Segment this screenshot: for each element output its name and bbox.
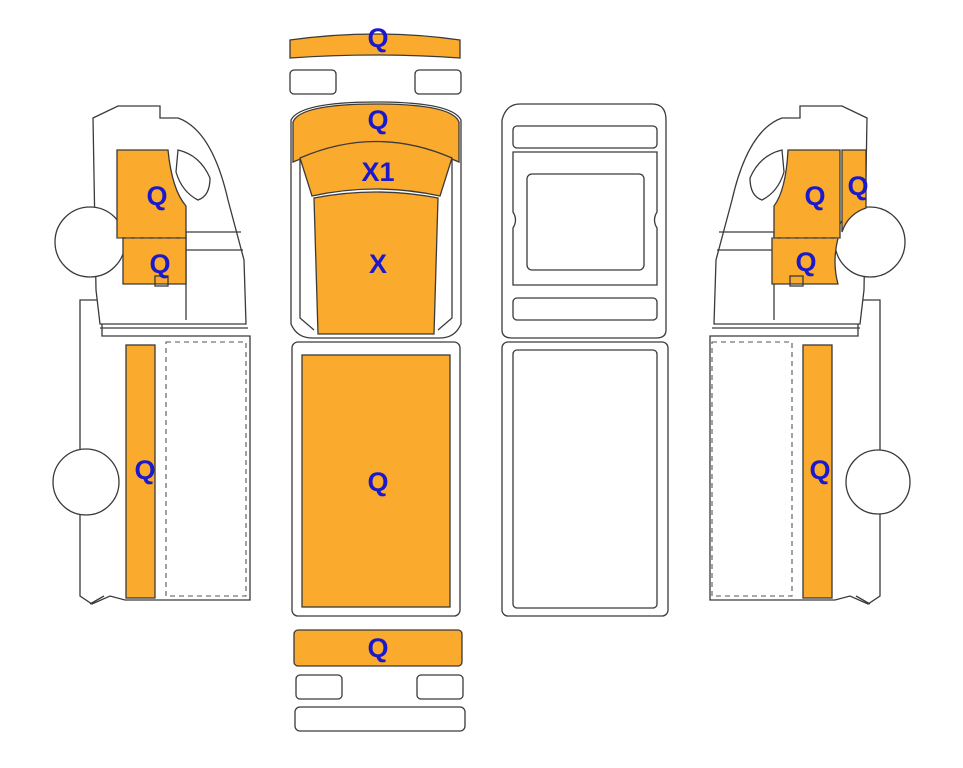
right-zone-cab-front-corner[interactable] [841, 149, 867, 233]
right-cab-handle [789, 275, 804, 287]
right-zone-cab-lower[interactable] [771, 237, 839, 285]
right-body-step [855, 595, 871, 605]
left-cab-handle [154, 275, 169, 287]
top-cab-pillar-left [299, 160, 315, 331]
left-chassis-outline [79, 299, 251, 605]
right-side-view: Q Q Q Q [709, 105, 911, 605]
top-zone-front-bumper[interactable] [289, 33, 461, 59]
bottom-cargo-inner [512, 349, 658, 609]
right-cargo-panel [711, 341, 793, 597]
bottom-cross-member [512, 297, 658, 321]
top-rear-step [294, 706, 466, 732]
top-rear-light-right [416, 674, 464, 700]
bottom-view [501, 103, 669, 617]
left-rear-wheel [52, 448, 120, 516]
top-zone-cab-roof[interactable] [313, 191, 439, 335]
right-zone-cab-upper[interactable] [773, 149, 841, 239]
top-zone-cargo-roof[interactable] [301, 354, 451, 608]
right-chassis-outline [709, 299, 881, 605]
left-body-step [89, 595, 105, 605]
top-rear-light-left [295, 674, 343, 700]
left-cab-window [175, 149, 211, 201]
top-front-light-right [414, 69, 462, 95]
right-rear-wheel [845, 449, 911, 515]
bottom-engine-inner [526, 173, 645, 271]
top-zone-windshield[interactable] [299, 140, 453, 197]
right-cab-window [749, 149, 785, 201]
left-zone-body-side[interactable] [125, 344, 156, 599]
top-front-light-left [289, 69, 337, 95]
left-front-wheel [54, 206, 126, 278]
top-cab-pillar-right [437, 160, 453, 331]
top-zone-rear-bumper[interactable] [293, 629, 463, 667]
bottom-front-panel [512, 125, 658, 149]
left-zone-cab-upper[interactable] [116, 149, 187, 239]
left-cargo-panel [165, 341, 247, 597]
top-view: Q Q X1 X Q Q [289, 23, 466, 732]
left-side-view: Q Q Q [52, 105, 251, 605]
right-zone-body-side[interactable] [802, 344, 833, 599]
